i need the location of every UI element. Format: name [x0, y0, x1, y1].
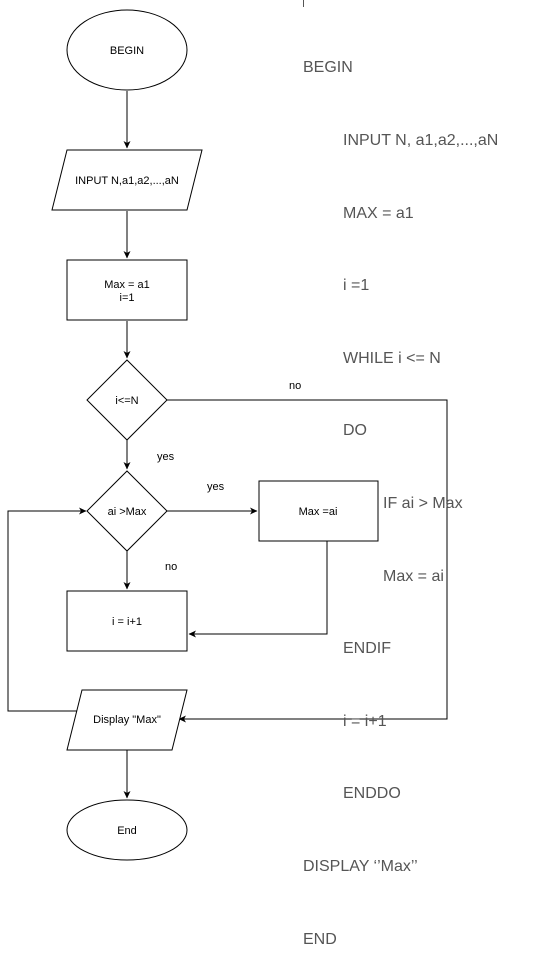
node-increment-label: i = i+1 — [112, 616, 142, 628]
edge-assign-to-increment — [188, 541, 328, 638]
node-begin-label: BEGIN — [110, 45, 144, 57]
node-display-label: Display "Max" — [93, 714, 161, 726]
pseudocode-line: Max = ai — [383, 567, 444, 585]
edge-label-compare-yes: yes — [207, 481, 225, 493]
node-assign: Max =ai — [258, 480, 379, 542]
edge-label-loop-yes: yes — [157, 451, 175, 463]
pseudocode-line: ENDDO — [343, 785, 401, 803]
pseudocode-line: BEGIN — [303, 59, 353, 77]
node-end-label: End — [117, 825, 137, 837]
pseudocode-line: i = i+1 — [343, 712, 387, 730]
pseudocode-line: ENDIF — [343, 640, 391, 658]
pseudocode-line: WHILE i <= N — [343, 349, 441, 367]
node-compare: ai >Max — [86, 470, 168, 552]
node-display: Display "Max" — [66, 689, 188, 751]
edge-label-compare-no: no — [165, 561, 177, 573]
node-assign-label: Max =ai — [299, 506, 338, 518]
node-compare-label: ai >Max — [108, 506, 147, 518]
pseudocode-line: INPUT N, a1,a2,...,aN — [343, 132, 499, 149]
node-input: INPUT N,a1,a2,...,aN — [51, 149, 203, 211]
node-end: End — [66, 799, 188, 861]
pseudocode-line: IF ai > Max — [383, 494, 463, 512]
node-increment: i = i+1 — [66, 590, 188, 652]
edge-label-loop-no: no — [289, 380, 301, 392]
edge-loop-check-no-to-display — [167, 399, 448, 723]
node-init-label-line-1: Max = a1 — [104, 279, 150, 291]
pseudocode-line: DO — [343, 422, 367, 440]
node-init: Max = a1 i=1 — [66, 259, 188, 321]
pseudocode-line: END — [303, 930, 337, 948]
flowchart: no yes yes no BEGIN INPUT N,a1,a2,...,aN… — [7, 9, 448, 861]
pseudocode-block: BEGIN INPUT N, a1,a2,...,aN MAX = a1 i =… — [303, 8, 498, 976]
node-begin: BEGIN — [66, 9, 188, 91]
node-loop-check: i<=N — [86, 359, 168, 441]
node-loop-check-label: i<=N — [115, 395, 138, 407]
pseudocode-line: i =1 — [343, 277, 370, 295]
text-cursor — [303, 0, 304, 7]
node-input-label: INPUT N,a1,a2,...,aN — [75, 175, 179, 187]
edge-display-loop-back-to-compare — [7, 507, 87, 712]
pseudocode-line: MAX = a1 — [343, 204, 414, 222]
pseudocode-line: DISPLAY ‘’Max’’ — [303, 857, 418, 875]
node-init-label-line-2: i=1 — [120, 292, 135, 304]
